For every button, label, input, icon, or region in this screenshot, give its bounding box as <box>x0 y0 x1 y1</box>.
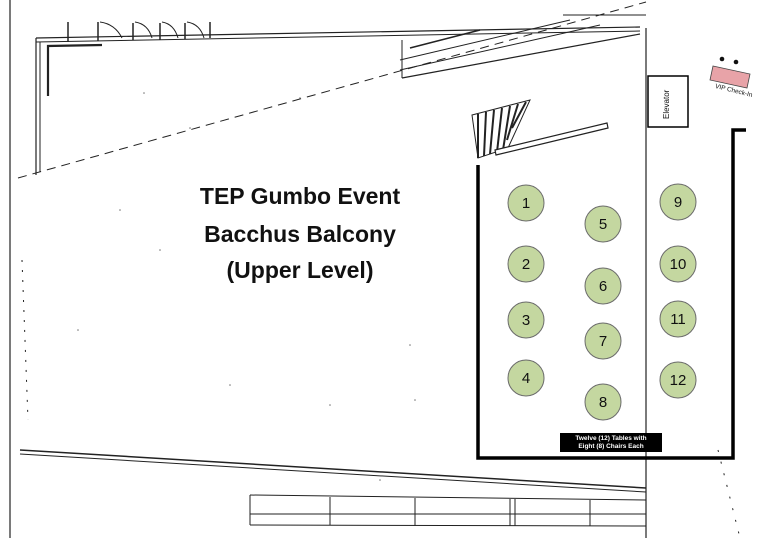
title-line-2: Bacchus Balcony <box>204 221 396 247</box>
table-10-label: 10 <box>670 256 687 273</box>
table-9-label: 9 <box>674 194 682 211</box>
table-1-label: 1 <box>522 195 530 212</box>
title-line-1: TEP Gumbo Event <box>199 183 401 209</box>
elevator-box <box>647 75 689 128</box>
table-8-label: 8 <box>599 394 607 411</box>
event-room-wall <box>476 128 746 460</box>
caption-line-1: Twelve (12) Tables with <box>575 435 647 442</box>
table-12-label: 12 <box>670 372 687 389</box>
table-1 <box>507 184 545 222</box>
table-5 <box>584 205 622 243</box>
tables-caption: Twelve (12) Tables with Eight (8) Chairs… <box>560 433 662 452</box>
table-4 <box>507 359 545 397</box>
table-4-label: 4 <box>522 370 530 387</box>
table-6-label: 6 <box>599 278 607 295</box>
building-outline <box>9 0 741 538</box>
caption-line-2: Eight (8) Chairs Each <box>578 443 644 450</box>
table-3 <box>507 301 545 339</box>
table-6 <box>584 267 622 305</box>
table-10 <box>659 245 697 283</box>
table-7-label: 7 <box>599 333 607 350</box>
background-specks <box>77 92 416 481</box>
table-9 <box>659 183 697 221</box>
table-12 <box>659 361 697 399</box>
table-11-label: 11 <box>670 311 686 328</box>
table-7 <box>584 322 622 360</box>
table-11 <box>659 300 697 338</box>
table-2-label: 2 <box>522 256 530 273</box>
vip-check-in-table <box>709 56 751 89</box>
table-2 <box>507 245 545 283</box>
elevator-label: Elevator <box>662 89 671 119</box>
table-3-label: 3 <box>522 312 530 329</box>
title-line-3: (Upper Level) <box>226 257 374 283</box>
table-8 <box>584 383 622 421</box>
table-5-label: 5 <box>599 216 607 233</box>
